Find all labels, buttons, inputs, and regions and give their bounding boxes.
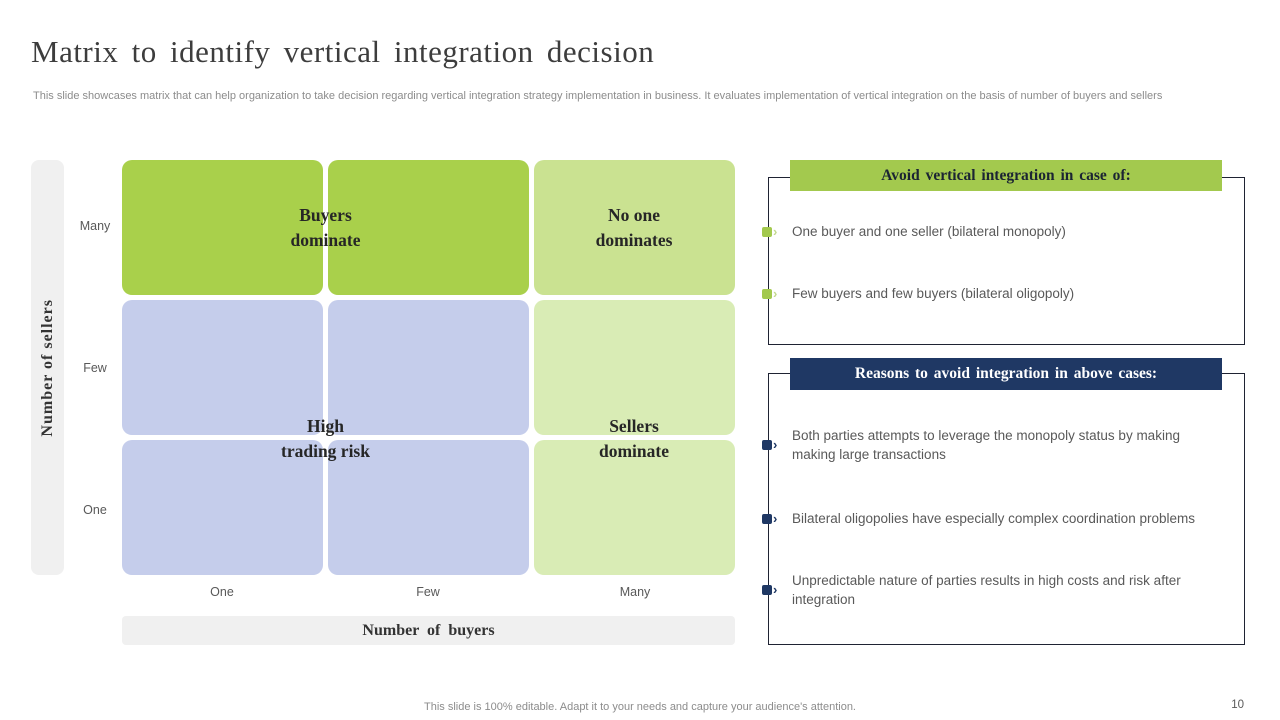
quadrant-label-line: trading risk: [281, 441, 370, 461]
matrix-cell-one-few: [328, 440, 529, 575]
page-title: Matrix to identify vertical integration …: [31, 34, 655, 69]
matrix-cell-many-few: [328, 160, 529, 295]
bullet-marker-icon: ›: [762, 437, 784, 452]
reasons-bullet-2: › Bilateral oligopolies have especially …: [762, 509, 1240, 528]
bullet-text: Unpredictable nature of parties results …: [792, 573, 1181, 607]
matrix-cell-many-one: [122, 160, 323, 295]
row-label-many: Many: [79, 219, 111, 233]
col-label-one: One: [210, 585, 234, 599]
matrix-cell-one-many: [534, 440, 735, 575]
y-axis-bar: Number of sellers: [31, 160, 64, 575]
quadrant-label-line: High: [307, 416, 344, 436]
quadrant-label-line: No one: [607, 205, 660, 225]
chevron-right-icon: ›: [773, 285, 778, 301]
avoid-bullet-2: › Few buyers and few buyers (bilateral o…: [762, 284, 1240, 303]
x-axis-label: Number of buyers: [362, 621, 495, 639]
x-axis-bar: Number of buyers: [122, 616, 735, 645]
quadrant-label-sellers-dominate: Sellers dominate: [533, 414, 735, 464]
quadrant-label-line: Sellers: [609, 416, 659, 436]
square-bullet-icon: [762, 585, 772, 595]
quadrant-label-high-trading-risk: High trading risk: [122, 414, 529, 464]
quadrant-label-line: dominate: [599, 441, 669, 461]
chevron-right-icon: ›: [773, 437, 778, 452]
bullet-marker-icon: ›: [762, 223, 784, 239]
matrix-grid: [122, 160, 735, 575]
reasons-bullet-1: › Both parties attempts to leverage the …: [762, 426, 1240, 464]
quadrant-label-line: dominates: [595, 230, 673, 250]
matrix-cell-many-many: [534, 160, 735, 295]
quadrant-label-buyers-dominate: Buyers dominate: [122, 203, 529, 253]
chevron-right-icon: ›: [773, 510, 778, 526]
matrix-cell-one-one: [122, 440, 323, 575]
bullet-marker-icon: ›: [762, 582, 784, 597]
square-bullet-icon: [762, 226, 772, 237]
bullet-text: Few buyers and few buyers (bilateral oli…: [792, 286, 1075, 301]
col-label-many: Many: [619, 585, 651, 599]
bullet-text: Both parties attempts to leverage the mo…: [792, 428, 1180, 462]
y-axis-label: Number of sellers: [38, 298, 56, 437]
slide-subtitle: This slide showcases matrix that can hel…: [33, 90, 1163, 102]
square-bullet-icon: [762, 288, 772, 299]
bullet-text: Bilateral oligopolies have especially co…: [792, 511, 1195, 526]
quadrant-label-line: Buyers: [299, 205, 352, 225]
row-label-one: One: [83, 503, 107, 517]
matrix-cell-few-one: [122, 300, 323, 435]
col-label-few: Few: [416, 585, 440, 599]
square-bullet-icon: [762, 513, 772, 524]
reasons-panel-header: Reasons to avoid integration in above ca…: [790, 358, 1222, 390]
square-bullet-icon: [762, 440, 772, 450]
avoid-panel-box: [768, 177, 1245, 345]
chevron-right-icon: ›: [773, 223, 778, 239]
matrix-cell-few-few: [328, 300, 529, 435]
row-label-few: Few: [83, 361, 107, 375]
chevron-right-icon: ›: [773, 582, 778, 597]
reasons-bullet-3: › Unpredictable nature of parties result…: [762, 571, 1240, 609]
quadrant-label-line: dominate: [290, 230, 361, 250]
avoid-panel-header: Avoid vertical integration in case of:: [790, 160, 1222, 191]
matrix-cell-few-many: [534, 300, 735, 435]
footer-note: This slide is 100% editable. Adapt it to…: [424, 701, 856, 713]
quadrant-label-no-one-dominates: No one dominates: [533, 203, 735, 253]
bullet-text: One buyer and one seller (bilateral mono…: [792, 224, 1066, 239]
avoid-bullet-1: › One buyer and one seller (bilateral mo…: [762, 222, 1240, 241]
bullet-marker-icon: ›: [762, 510, 784, 526]
bullet-marker-icon: ›: [762, 285, 784, 301]
page-number: 10: [1231, 699, 1244, 711]
